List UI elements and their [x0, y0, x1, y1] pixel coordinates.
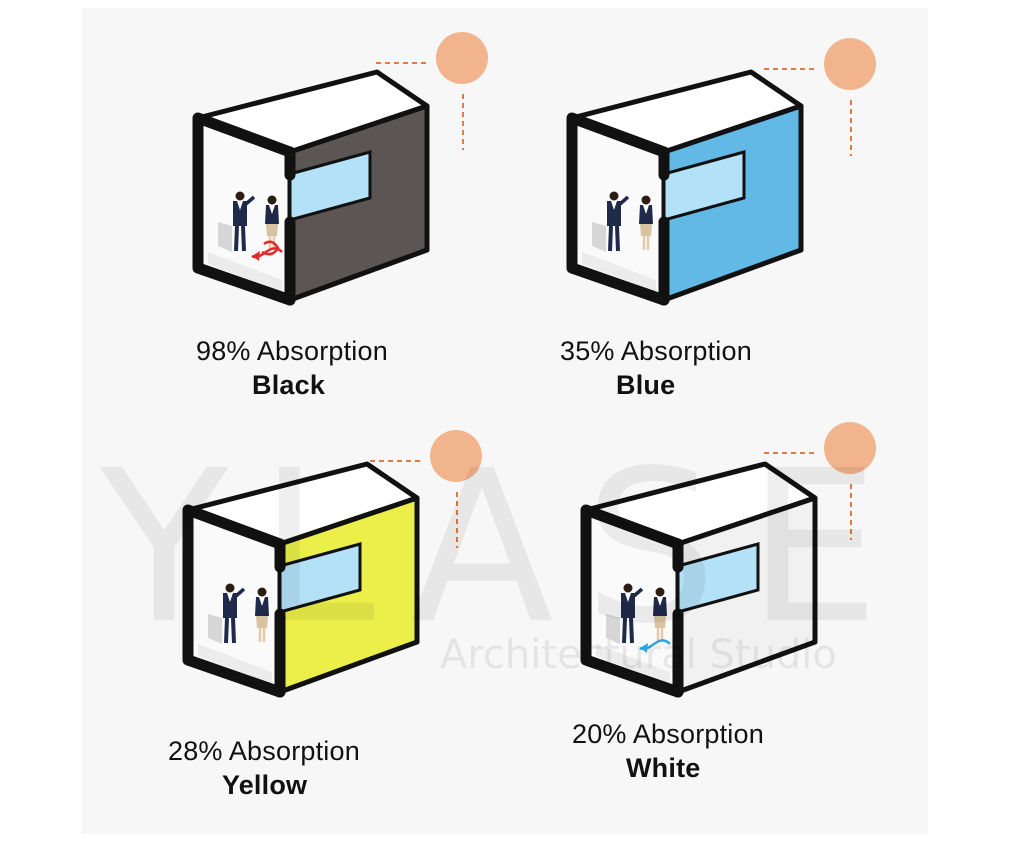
- heat-arrow-head: [252, 251, 260, 261]
- figure-shadow: [208, 614, 222, 644]
- sun-icon: [436, 32, 488, 84]
- figure-shadow: [592, 222, 606, 252]
- building-2: [566, 38, 876, 306]
- building-frame: [580, 504, 684, 698]
- person-figure-1-man: [233, 191, 256, 252]
- heat-arrow-head: [640, 643, 648, 653]
- person-figure-2-woman: [639, 195, 653, 250]
- panel-4-color-label: White: [626, 753, 701, 783]
- building-window: [676, 542, 760, 614]
- sun-icon: [824, 422, 876, 474]
- building-floor: [208, 252, 282, 292]
- sun-icon: [824, 38, 876, 90]
- panel-2-percent-label: 35% Absorption: [560, 336, 752, 366]
- building-frame: [182, 504, 286, 698]
- building-window: [288, 150, 372, 222]
- building-4: [580, 422, 876, 698]
- heat-swirl: [261, 240, 280, 256]
- building-floor: [198, 644, 272, 684]
- building-3: [182, 430, 482, 698]
- building-floor: [596, 644, 670, 684]
- panel-2-color-label: Blue: [616, 370, 676, 400]
- building-frame: [192, 112, 296, 306]
- person-figure-4-man: [621, 583, 644, 644]
- building-window: [278, 542, 362, 614]
- building-frame: [566, 112, 670, 306]
- person-figure-3-man: [223, 583, 246, 644]
- sun-icon: [430, 430, 482, 482]
- building-floor: [582, 252, 656, 292]
- person-figure-3-woman: [255, 587, 269, 642]
- person-figure-2-man: [607, 191, 630, 252]
- building-1: [192, 32, 488, 306]
- panel-1-percent-label: 98% Absorption: [196, 336, 388, 366]
- panel-1-color-label: Black: [252, 370, 326, 400]
- panel-4-percent-label: 20% Absorption: [572, 719, 764, 749]
- panel-3-percent-label: 28% Absorption: [168, 736, 360, 766]
- figure-shadow: [606, 614, 620, 644]
- watermark-small: Architectural Studio: [440, 632, 837, 678]
- watermark-big: YLASE: [100, 425, 910, 670]
- figure-shadow: [218, 222, 232, 252]
- panel-3-color-label: Yellow: [222, 770, 308, 800]
- building-window: [662, 150, 746, 222]
